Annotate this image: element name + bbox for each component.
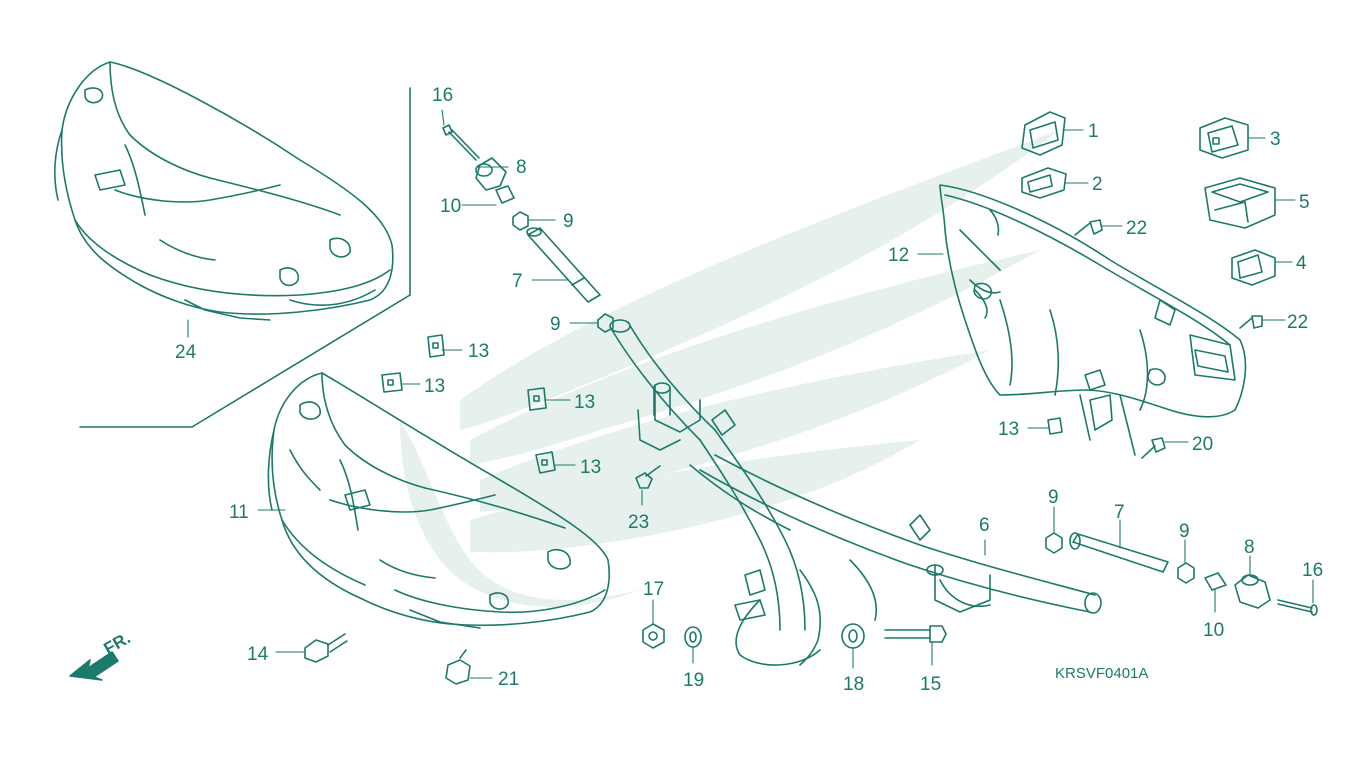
inset-frame xyxy=(79,87,411,428)
bolt-14 xyxy=(304,633,348,663)
washer-19 xyxy=(684,626,702,648)
callout-7-left: 7 xyxy=(512,271,523,292)
callout-11: 11 xyxy=(229,502,249,523)
clip-13-d xyxy=(535,451,556,474)
bolt-15 xyxy=(884,625,947,643)
callout-3: 3 xyxy=(1270,129,1281,150)
callout-6: 6 xyxy=(979,515,990,536)
callout-12: 12 xyxy=(888,245,909,266)
front-cover-24 xyxy=(54,61,394,321)
callout-9-right-a: 9 xyxy=(1048,487,1059,508)
drawing-code: KRSVF0401A xyxy=(1055,665,1148,682)
callout-8-right: 8 xyxy=(1244,537,1255,558)
callout-9-upper: 9 xyxy=(563,211,574,232)
weight-8-top xyxy=(475,157,507,191)
grommet-18 xyxy=(841,623,865,649)
wing-watermark xyxy=(400,130,1060,607)
front-cover-11 xyxy=(267,372,610,629)
callout-21: 21 xyxy=(498,669,519,690)
callout-10-right: 10 xyxy=(1203,620,1224,641)
switch-3 xyxy=(1199,117,1249,159)
callout-13-b: 13 xyxy=(424,376,445,397)
rod-7-top xyxy=(526,227,601,303)
screw-16-top xyxy=(442,124,480,161)
nut-9-mid xyxy=(597,313,614,333)
callout-8-left: 8 xyxy=(516,157,527,178)
front-arrow-icon xyxy=(69,651,119,681)
callout-4: 4 xyxy=(1296,253,1307,274)
callout-22-a: 22 xyxy=(1126,218,1147,239)
switch-5 xyxy=(1204,177,1276,229)
rear-cover-12 xyxy=(939,184,1247,456)
callout-1: 1 xyxy=(1088,121,1099,142)
callout-10-left: 10 xyxy=(440,196,461,217)
callout-24: 24 xyxy=(175,342,197,363)
screw-16-right xyxy=(1277,599,1318,616)
nut-9-right-b xyxy=(1177,562,1195,584)
weight-8-right xyxy=(1234,574,1271,609)
screw-23 xyxy=(635,465,661,489)
callout-14: 14 xyxy=(247,644,269,665)
switch-1 xyxy=(1021,111,1066,156)
callout-18: 18 xyxy=(843,674,864,695)
callout-20: 20 xyxy=(1192,434,1213,455)
rod-7-right xyxy=(1069,532,1169,573)
switch-2 xyxy=(1021,167,1067,199)
screw-20 xyxy=(1141,437,1166,459)
callout-2: 2 xyxy=(1092,174,1103,195)
callout-16-left: 16 xyxy=(432,85,453,106)
clip-13-e xyxy=(1047,417,1063,435)
callout-5: 5 xyxy=(1299,192,1310,213)
clip-10-right xyxy=(1204,572,1227,591)
bolt-21 xyxy=(445,649,471,685)
callout-13-d: 13 xyxy=(580,457,601,478)
front-label: FR. xyxy=(101,628,134,658)
callout-19: 19 xyxy=(683,670,704,691)
screw-22-a xyxy=(1074,219,1103,236)
screw-22-b xyxy=(1239,315,1263,329)
callout-16-right: 16 xyxy=(1302,560,1323,581)
switch-4 xyxy=(1231,249,1276,286)
clip-13-c xyxy=(527,387,547,411)
handlebar-pipe-6 xyxy=(609,319,1102,666)
callout-22-b: 22 xyxy=(1287,312,1308,333)
callout-9-mid: 9 xyxy=(550,314,561,335)
callout-15: 15 xyxy=(920,674,941,695)
clip-10-top xyxy=(495,185,515,204)
callout-17: 17 xyxy=(643,579,664,600)
callout-13-a: 13 xyxy=(468,341,489,362)
leader-lines xyxy=(187,109,1314,679)
nut-9-right-a xyxy=(1045,532,1063,554)
nut-17 xyxy=(642,623,665,649)
callout-13-c: 13 xyxy=(574,392,595,413)
nut-9-top xyxy=(512,211,529,231)
callout-7-right: 7 xyxy=(1114,502,1125,523)
clip-13-a xyxy=(427,334,445,358)
callout-13-e: 13 xyxy=(998,419,1019,440)
callout-23: 23 xyxy=(628,512,649,533)
callout-9-right-b: 9 xyxy=(1179,521,1190,542)
clip-13-b xyxy=(381,372,403,393)
